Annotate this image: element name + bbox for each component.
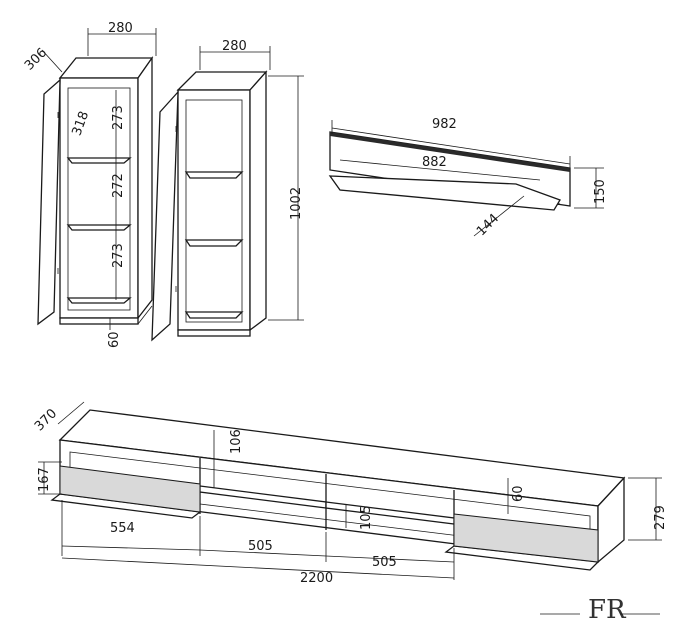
- shelf-height-label: 150: [593, 179, 608, 204]
- tv-section2-label: 505: [248, 539, 273, 554]
- tv-left-height-label: 167: [37, 467, 52, 492]
- shelf-inner-width-label: 882: [422, 155, 447, 170]
- wall-shelf: [328, 120, 604, 237]
- tv-section1-label: 554: [110, 521, 135, 536]
- cab2-width-label: 280: [222, 39, 247, 54]
- tv-section3-label: 505: [372, 555, 397, 570]
- cab-height-label: 1002: [289, 187, 304, 220]
- brand-logo: FR: [540, 595, 660, 625]
- cab1-plinth-label: 60: [107, 331, 122, 348]
- cab1-shelf-mid-label: 272: [111, 173, 126, 198]
- cab1-width-label: 280: [108, 21, 133, 36]
- tv-inner-right-label: 60: [511, 485, 526, 502]
- shelf-depth-label: 144: [474, 211, 502, 239]
- cab1-shelf-bottom-label: 273: [111, 243, 126, 268]
- tv-depth-label: 370: [32, 406, 60, 434]
- cabinet-1: [37, 28, 157, 330]
- tv-unit: [38, 401, 662, 580]
- logo-text: FR: [588, 595, 627, 625]
- tv-inner-top-label: 106: [229, 429, 244, 454]
- cabinet-2: [151, 46, 304, 342]
- shelf-outer-width-label: 982: [432, 117, 457, 132]
- tv-inner-mid-label: 105: [359, 505, 374, 530]
- tv-total-label: 2200: [300, 571, 333, 586]
- tv-height-label: 279: [653, 505, 668, 530]
- cab1-depth-label: 306: [22, 45, 50, 73]
- cab1-shelf-top-label: 273: [111, 105, 126, 130]
